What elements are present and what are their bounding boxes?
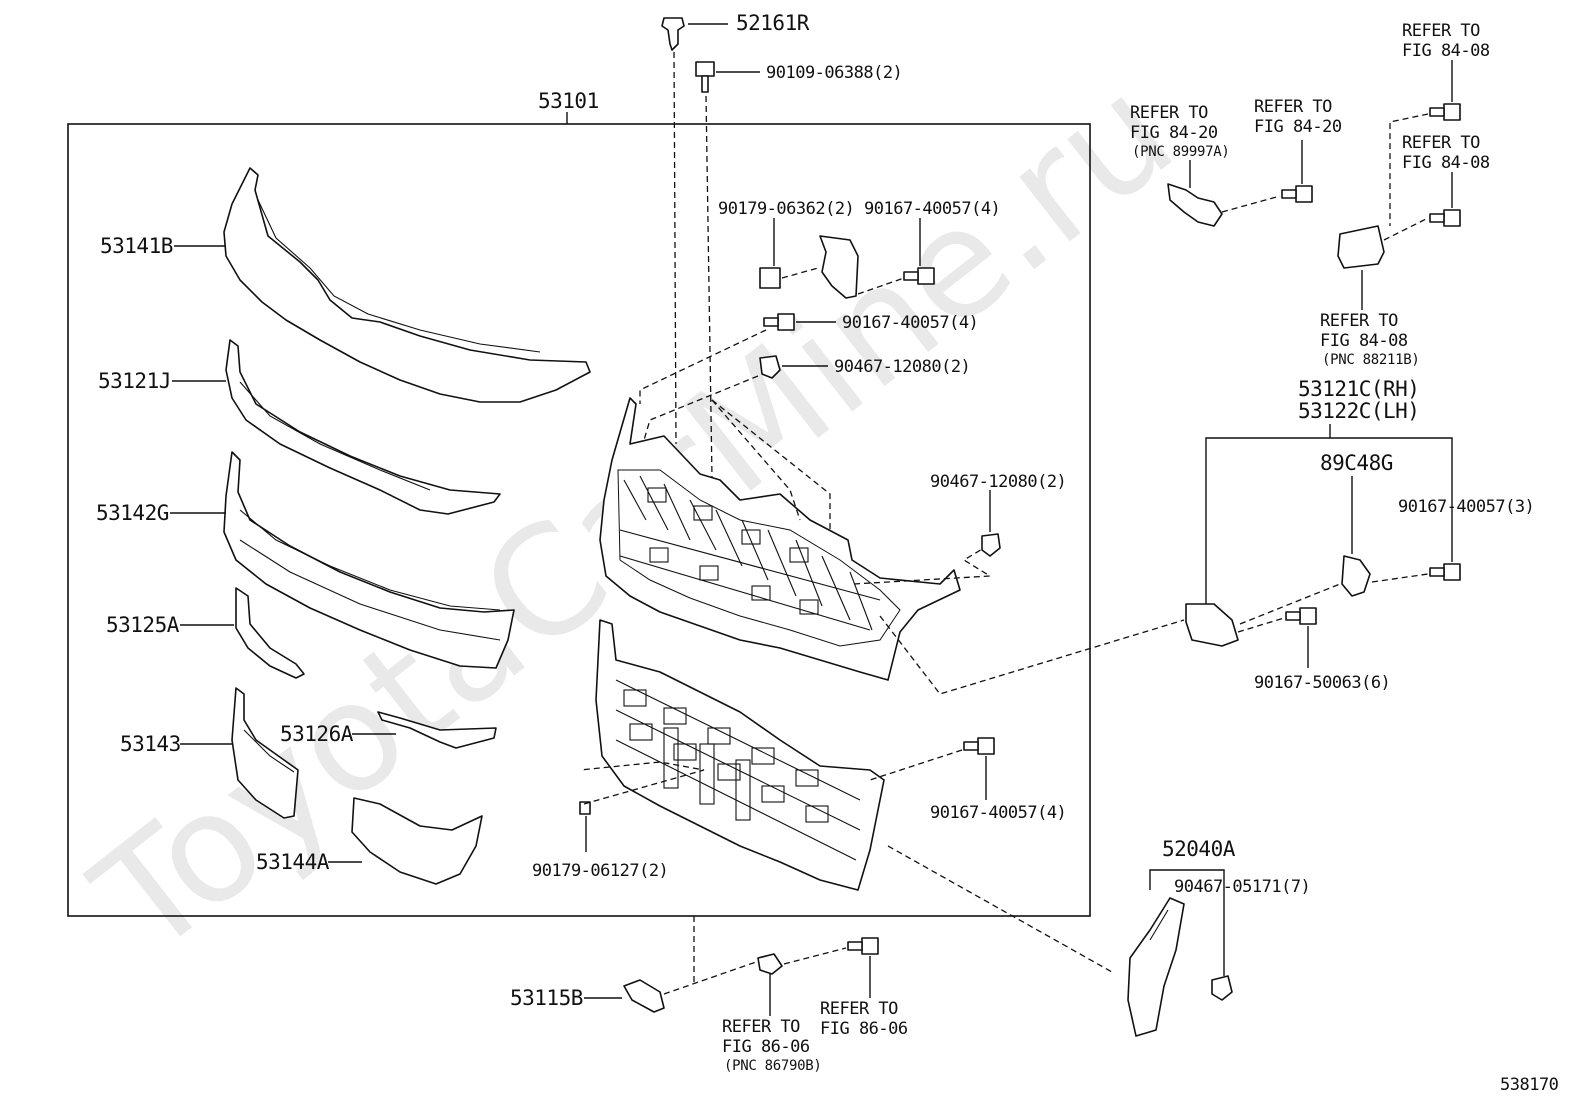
assembly-box [67, 123, 1091, 917]
ref6-line3: (PNC 86790B) [724, 1058, 822, 1074]
part-53121j [225, 339, 501, 515]
part-bolt-90167-c [963, 737, 995, 755]
ref6-line1: REFER TO [722, 1017, 800, 1037]
label-90467-05171: 90467-05171(7) [1174, 877, 1310, 897]
part-bolt-84-08-b [1429, 209, 1461, 227]
label-90179-06127: 90179-06127(2) [532, 861, 668, 881]
part-52161r [661, 17, 685, 51]
label-89c48g: 89C48G [1320, 451, 1393, 475]
part-53125a [235, 587, 305, 679]
part-53141b [223, 167, 591, 403]
label-90179-06362: 90179-06362(2) [718, 199, 854, 219]
part-clip-90467-b [981, 533, 1001, 557]
part-radar-88211b [1337, 225, 1385, 269]
label-53121c: 53121C(RH) [1298, 377, 1419, 401]
part-52040a [1127, 897, 1185, 1037]
part-nut-90179-06127 [579, 801, 591, 815]
label-53101: 53101 [538, 89, 599, 113]
label-90467-12080-b: 90467-12080(2) [930, 472, 1066, 492]
ref2-line1: REFER TO [1254, 97, 1332, 117]
part-89c48g [1341, 555, 1371, 597]
label-90109: 90109-06388(2) [766, 63, 902, 83]
label-90167-50063: 90167-50063(6) [1254, 673, 1390, 693]
label-90167-40057-b: 90167-40057(4) [842, 313, 978, 333]
ref5-line2: FIG 84-08 [1320, 331, 1408, 351]
label-52040a: 52040A [1162, 837, 1236, 861]
part-90109 [695, 61, 715, 93]
part-bolt-90167-50063 [1285, 607, 1317, 625]
label-53122c: 53122C(LH) [1298, 399, 1419, 423]
diagram-number: 538170 [1500, 1075, 1559, 1095]
ref3-line2: FIG 84-08 [1402, 41, 1490, 61]
label-53141b: 53141B [100, 234, 173, 258]
part-53143 [231, 687, 299, 819]
label-90167-40057-a: 90167-40057(4) [864, 199, 1000, 219]
part-53144a [351, 797, 483, 885]
ref4-line1: REFER TO [1402, 133, 1480, 153]
label-53144a: 53144A [256, 850, 330, 874]
ref7-line1: REFER TO [820, 999, 898, 1019]
part-grille-lower [595, 619, 885, 891]
ref1-line2: FIG 84-20 [1130, 123, 1218, 143]
ref3-line1: REFER TO [1402, 21, 1480, 41]
label-53125a: 53125A [106, 613, 180, 637]
label-53115b: 53115B [510, 986, 583, 1010]
label-90167-40057-c: 90167-40057(4) [930, 803, 1066, 823]
part-clip-90467-a [759, 355, 781, 379]
part-53115b [623, 979, 665, 1013]
label-90167-40057-3: 90167-40057(3) [1398, 497, 1534, 517]
label-52161r: 52161R [736, 11, 810, 35]
part-bolt-84-08-a [1429, 103, 1461, 121]
ref1-line3: (PNC 89997A) [1132, 144, 1230, 160]
label-53126a: 53126A [280, 722, 354, 746]
ref5-line3: (PNC 88211B) [1322, 352, 1420, 368]
part-bolt-90167-a [903, 267, 935, 285]
ref5-line1: REFER TO [1320, 311, 1398, 331]
part-bolt-86-06 [847, 937, 879, 955]
part-53142g [223, 451, 515, 669]
label-53121j: 53121J [98, 369, 171, 393]
part-bolt-84-20 [1281, 185, 1313, 203]
part-camera-89997a [1167, 183, 1223, 227]
part-bracket [759, 235, 859, 299]
part-clip-86790b [757, 953, 783, 975]
ref4-line2: FIG 84-08 [1402, 153, 1490, 173]
label-90467-12080-a: 90467-12080(2) [834, 357, 970, 377]
part-bolt-90167-b [763, 313, 795, 331]
part-53126a [377, 711, 497, 749]
ref6-line2: FIG 86-06 [722, 1037, 810, 1057]
ref1-line1: REFER TO [1130, 103, 1208, 123]
part-53121c-cover [1185, 603, 1239, 647]
label-53142g: 53142G [96, 501, 169, 525]
part-clip-90467-05171 [1211, 975, 1233, 1001]
part-grille-upper [599, 397, 961, 681]
ref7-line2: FIG 86-06 [820, 1019, 908, 1039]
label-53143: 53143 [120, 732, 181, 756]
ref2-line2: FIG 84-20 [1254, 117, 1342, 137]
part-bolt-90167-3 [1429, 563, 1461, 581]
